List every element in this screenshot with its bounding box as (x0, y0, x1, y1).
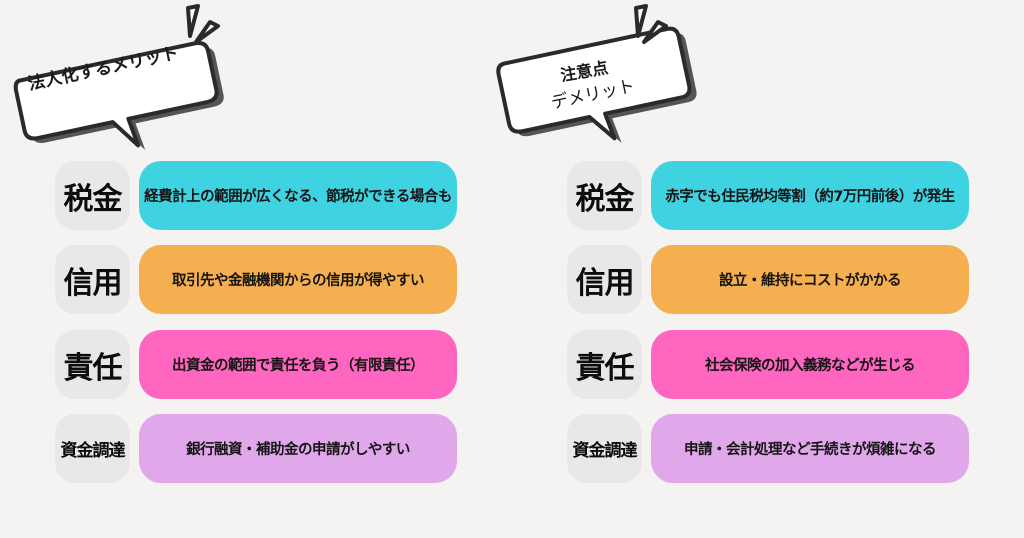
row-label: 責任 (567, 330, 642, 399)
row-label: 資金調達 (55, 414, 130, 483)
row-label: 信用 (55, 245, 130, 314)
row-label: 責任 (55, 330, 130, 399)
speech-bubble-icon (496, 4, 697, 143)
row-description: 申請・会計処理など手続きが煩雑になる (651, 414, 969, 483)
row-description: 設立・維持にコストがかかる (651, 245, 969, 314)
demerit-speech-bubble: 注意点 デメリット (480, 0, 720, 150)
merit-row-funding: 資金調達 銀行融資・補助金の申請がしやすい (55, 414, 458, 483)
merit-row-tax: 税金 経費計上の範囲が広くなる、節税ができる場合も (55, 161, 458, 230)
row-description: 銀行融資・補助金の申請がしやすい (139, 414, 457, 483)
row-label: 税金 (567, 161, 642, 230)
demerit-row-credit: 信用 設立・維持にコストがかかる (567, 245, 970, 314)
demerit-row-liability: 責任 社会保険の加入義務などが生じる (567, 330, 970, 399)
merit-row-liability: 責任 出資金の範囲で責任を負う（有限責任） (55, 330, 458, 399)
row-label: 信用 (567, 245, 642, 314)
row-description: 取引先や金融機関からの信用が得やすい (139, 245, 457, 314)
row-description: 赤字でも住民税均等割（約7万円前後）が発生 (651, 161, 969, 230)
row-label: 税金 (55, 161, 130, 230)
row-label: 資金調達 (567, 414, 642, 483)
row-description: 出資金の範囲で責任を負う（有限責任） (139, 330, 457, 399)
demerit-row-funding: 資金調達 申請・会計処理など手続きが煩雑になる (567, 414, 970, 483)
speech-bubble-icon (13, 4, 224, 150)
demerit-row-tax: 税金 赤字でも住民税均等割（約7万円前後）が発生 (567, 161, 970, 230)
merit-speech-bubble: 法人化するメリット (0, 0, 240, 150)
row-description: 経費計上の範囲が広くなる、節税ができる場合も (139, 161, 457, 230)
merit-row-credit: 信用 取引先や金融機関からの信用が得やすい (55, 245, 458, 314)
row-description: 社会保険の加入義務などが生じる (651, 330, 969, 399)
